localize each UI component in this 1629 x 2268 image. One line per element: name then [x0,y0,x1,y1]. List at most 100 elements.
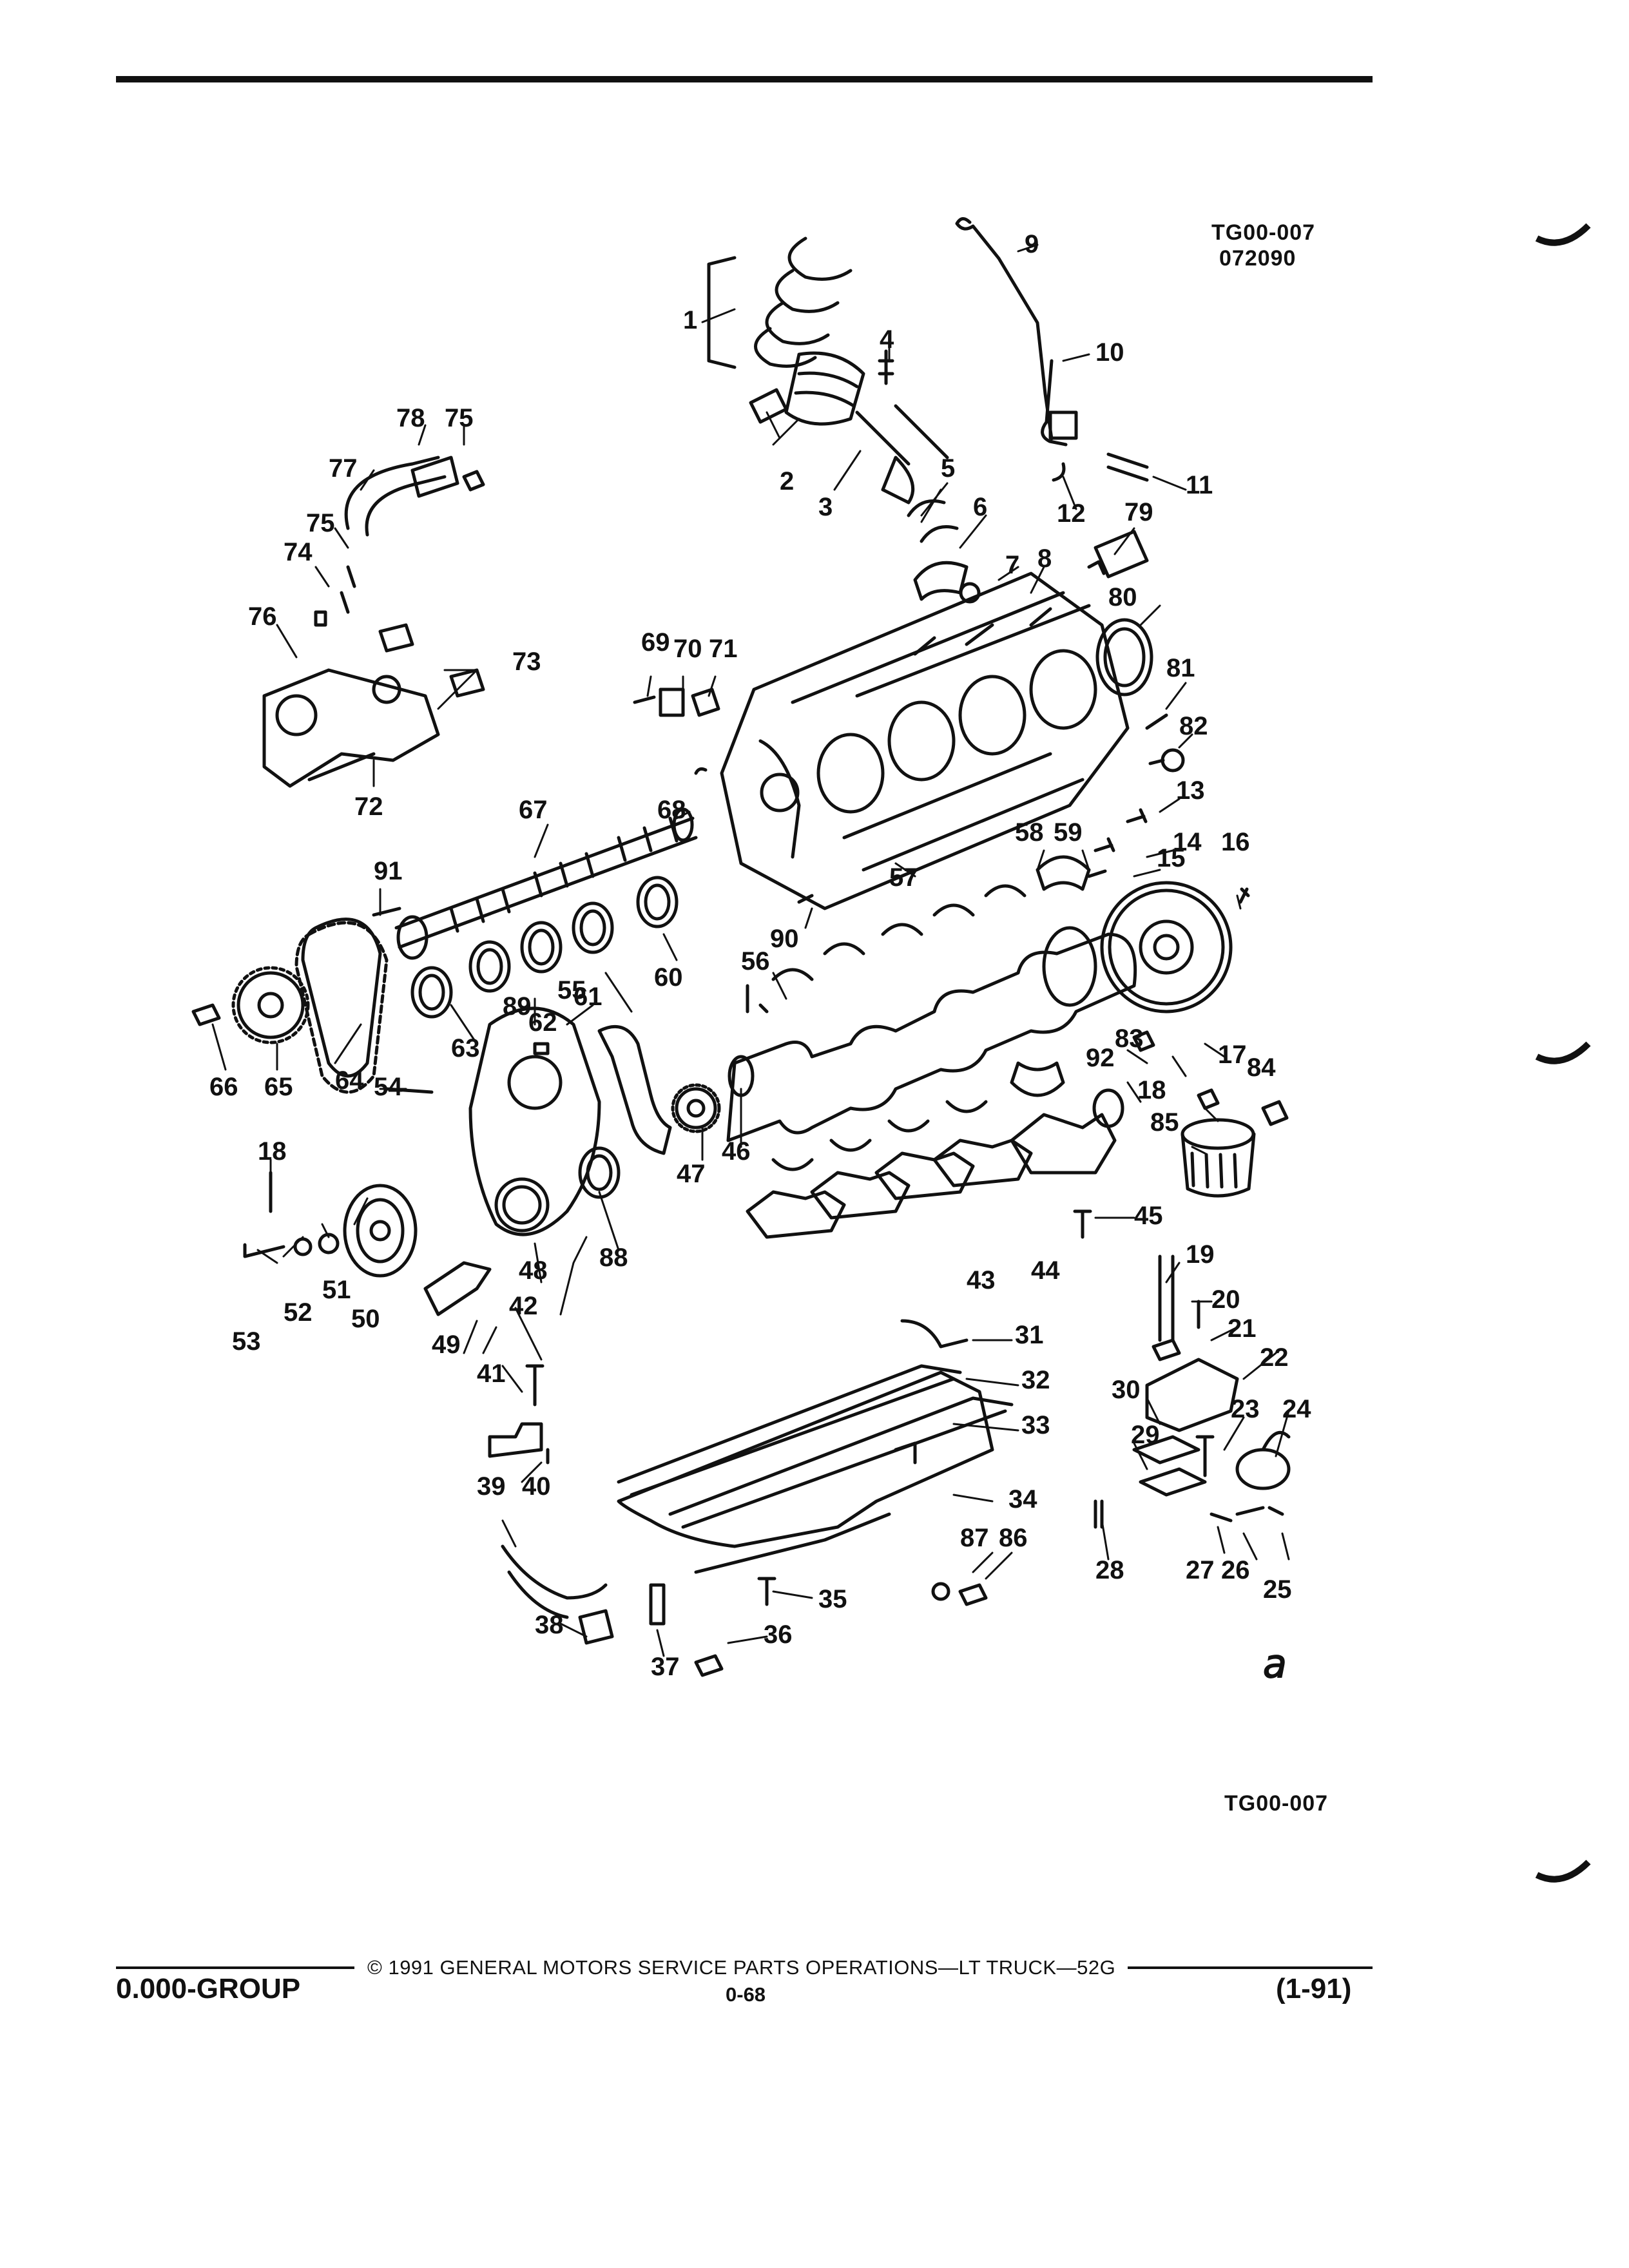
callout-71: 71 [709,635,738,663]
dipstick-part [955,217,1149,482]
callout-24: 24 [1282,1395,1311,1423]
callout-89: 89 [503,992,532,1021]
callout-69: 69 [641,628,670,657]
callout-13: 13 [1176,776,1205,805]
callout-3: 3 [818,493,833,521]
callout-32: 32 [1021,1366,1050,1394]
oil-pan-gasket-part [617,1364,1014,1529]
camshaft-bearings-part [410,876,679,1019]
callout-73: 73 [512,648,541,676]
callout-28: 28 [1095,1556,1124,1584]
revision-date: (1-91) [1276,1973,1352,2004]
binder-tab-mark-top [1535,223,1591,246]
callout-49: 49 [432,1331,461,1359]
pan-hardware-part [694,1577,988,1677]
front-cover-hardware-part [633,687,720,717]
flywheel-part [1100,881,1233,1014]
callout-56: 56 [741,947,770,975]
callout-21: 21 [1228,1314,1257,1343]
callout-78: 78 [396,404,425,432]
callout-37: 37 [651,1653,680,1681]
callout-54: 54 [374,1073,403,1101]
callout-62: 62 [528,1008,557,1037]
callout-29: 29 [1131,1421,1160,1449]
callout-5: 5 [941,454,955,483]
copyright-line: © 1991 GENERAL MOTORS SERVICE PARTS OPER… [367,1956,1116,1979]
timing-chain-part [294,918,389,1094]
callout-76: 76 [248,602,277,631]
main-cap-bolt-part [1073,1209,1092,1239]
engine-mount-bracket-part [423,1261,492,1316]
callout-80: 80 [1108,583,1137,611]
callout-70: 70 [673,635,702,663]
callout-65: 65 [264,1073,293,1101]
callout-20: 20 [1211,1285,1240,1314]
callout-83: 83 [1115,1024,1144,1053]
callout-77: 77 [329,454,358,483]
rear-main-seal-part [1095,618,1153,697]
callout-9: 9 [1025,230,1039,258]
callout-66: 66 [209,1073,238,1101]
callout-90: 90 [770,925,799,953]
callout-7: 7 [1005,551,1019,579]
oil-pump-part [1094,1254,1291,1529]
callout-61: 61 [574,983,602,1011]
callout-6: 6 [973,493,987,521]
callout-36: 36 [764,1620,793,1649]
callout-leader-lines [211,244,1290,1657]
callout-43: 43 [967,1266,996,1294]
callout-48: 48 [519,1256,548,1285]
callout-8: 8 [1037,544,1052,573]
water-pump-part [262,668,440,788]
crankshaft-part [726,926,1137,1142]
figure-date-code: 072090 [1219,246,1296,271]
callout-85: 85 [1150,1108,1179,1137]
callout-75: 75 [306,509,335,537]
callout-4: 4 [880,325,894,354]
cylinder-block-part [720,572,1130,910]
piston-rings-part [707,236,853,369]
callout-1: 1 [683,306,697,334]
callout-92: 92 [1086,1044,1115,1072]
balancer-bolt-and-washers-part [243,1233,340,1258]
callout-23: 23 [1231,1395,1260,1423]
callout-86: 86 [999,1524,1028,1552]
bypass-hose-part [314,456,485,627]
callout-35: 35 [818,1585,847,1613]
callout-51: 51 [322,1276,351,1304]
camshaft-sprocket-part [231,966,310,1044]
callout-72: 72 [354,793,383,821]
callout-31: 31 [1015,1321,1044,1349]
callout-27: 27 [1186,1556,1215,1584]
callout-52: 52 [284,1298,313,1327]
callout-79: 79 [1124,498,1153,526]
timing-cover-part [468,1006,601,1236]
callout-25: 25 [1263,1575,1292,1604]
main-bearings-upper-part [771,855,1091,981]
callout-39: 39 [477,1472,506,1501]
callout-59: 59 [1054,818,1083,847]
rod-bearing-cap-part [907,499,981,604]
callout-67: 67 [519,796,548,824]
callout-88: 88 [599,1244,628,1272]
connecting-rod-part [855,349,949,505]
plugs-and-pins-part [533,894,814,1055]
callout-55: 55 [557,976,586,1004]
callout-63: 63 [451,1034,480,1062]
callout-38: 38 [535,1611,564,1639]
front-crank-seal-part [578,1146,621,1199]
callout-50: 50 [351,1305,380,1333]
callout-30: 30 [1112,1376,1141,1404]
callout-68: 68 [657,796,686,824]
oil-pan-part [617,1370,994,1574]
oil-pressure-sender-part [1087,530,1149,579]
callout-12: 12 [1057,499,1086,528]
oil-filter-adapter-gasket-part [1092,1088,1124,1128]
callout-14: 14 [1173,828,1202,856]
callout-22: 22 [1260,1343,1289,1372]
callout-91: 91 [374,857,403,885]
block-plugs-and-bolts [1087,713,1289,1126]
callout-64: 64 [335,1066,364,1095]
timing-cover-gasket-part [597,1024,672,1155]
group-number: 0.000-GROUP [116,1973,301,2004]
